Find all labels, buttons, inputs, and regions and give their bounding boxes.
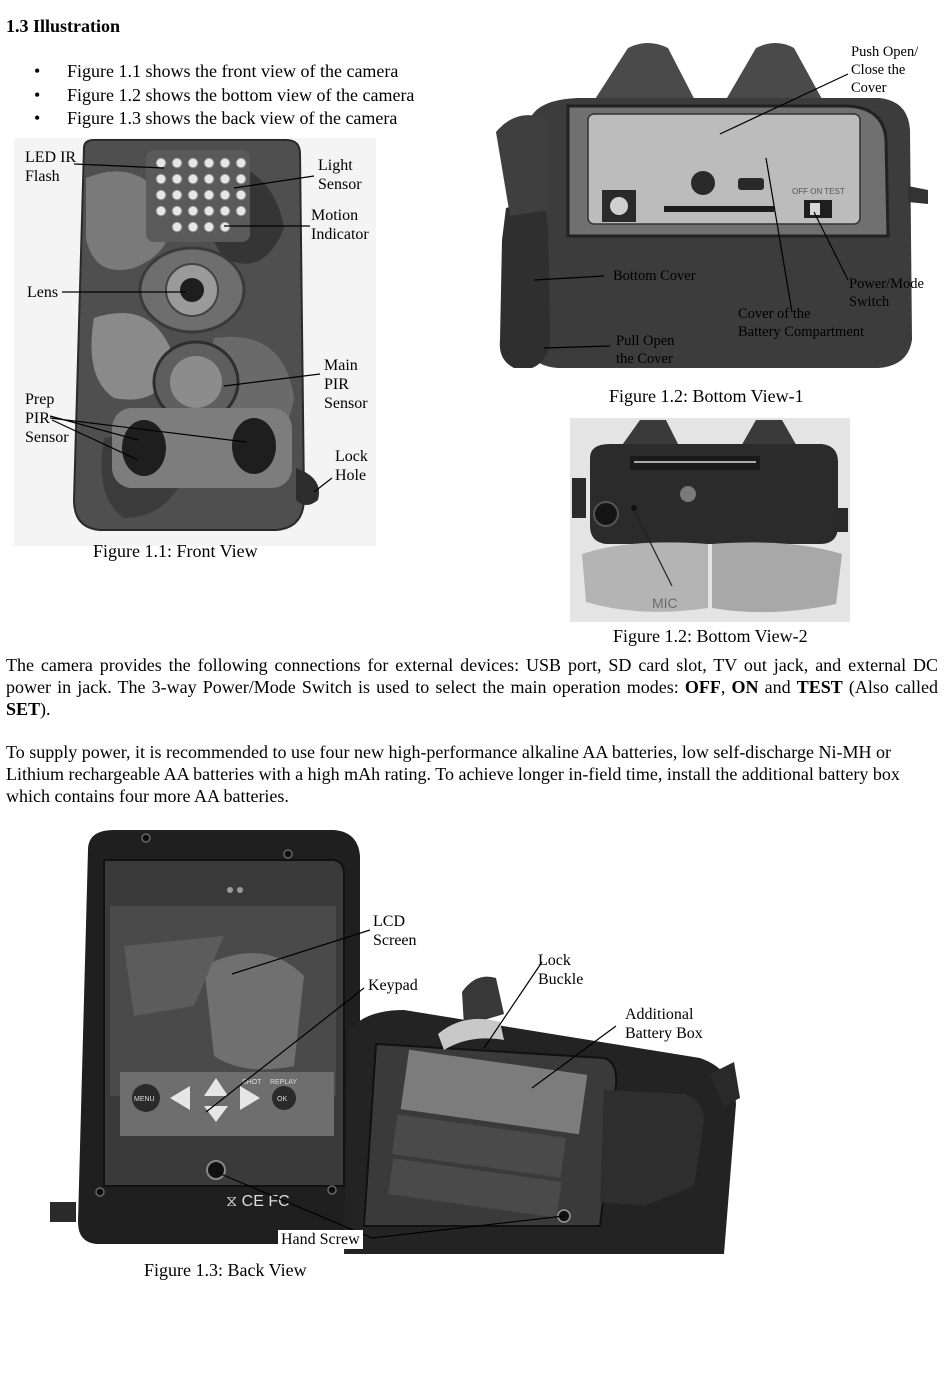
label-bottom-cover: Bottom Cover xyxy=(613,268,696,284)
caption-bottom-view-2: Figure 1.2: Bottom View-2 xyxy=(613,626,808,646)
label-main-pir-sensor: Main PIR Sensor xyxy=(324,357,368,412)
key-shot: SHOT xyxy=(242,1079,262,1086)
label-prep-pir-sensor: Prep PIR Sensor xyxy=(25,391,69,446)
label-additional-battery-box: Additional Battery Box xyxy=(625,1006,703,1042)
label-battery-cover: Cover of the Battery Compartment xyxy=(738,306,865,340)
switch-text: OFF ON TEST xyxy=(792,187,845,196)
list-item: Figure 1.3 shows the back view of the ca… xyxy=(34,107,414,131)
caption-bottom-view-1: Figure 1.2: Bottom View-1 xyxy=(609,386,804,406)
bottom-view-1-figure: OFF ON TEST xyxy=(488,40,930,374)
back-view-figure: MENU SHOT REPLAY OK ⧖ CE FC xyxy=(44,826,740,1254)
label-hand-screw: Hand Screw xyxy=(278,1230,363,1249)
label-mic: MIC xyxy=(652,595,678,611)
key-menu: MENU xyxy=(134,1096,155,1103)
section-heading: 1.3 Illustration xyxy=(6,16,121,36)
label-lens: Lens xyxy=(27,284,59,301)
label-light-sensor: Light Sensor xyxy=(318,157,362,193)
key-replay: REPLAY xyxy=(270,1079,297,1086)
label-lcd-screen: LCD Screen xyxy=(373,913,417,949)
figure-list: Figure 1.1 shows the front view of the c… xyxy=(34,60,414,131)
label-led-ir-flash: LED IR Flash xyxy=(25,149,77,185)
list-item: Figure 1.2 shows the bottom view of the … xyxy=(34,84,414,108)
bottom-view-2-figure: MIC xyxy=(570,418,850,622)
caption-back-view: Figure 1.3: Back View xyxy=(144,1260,307,1280)
label-motion-indicator: Motion Indicator xyxy=(311,207,369,243)
connections-paragraph: The camera provides the following connec… xyxy=(6,655,938,719)
label-pull-open: Pull Open the Cover xyxy=(616,333,675,367)
caption-front-view: Figure 1.1: Front View xyxy=(93,541,258,561)
list-item: Figure 1.1 shows the front view of the c… xyxy=(34,60,414,84)
label-power-mode-switch: Power/Mode Switch xyxy=(849,276,924,310)
front-view-figure xyxy=(14,138,376,546)
label-push-open: Push Open/ Close the Cover xyxy=(851,44,919,96)
compliance-marks: ⧖ CE FC xyxy=(226,1193,290,1210)
label-keypad: Keypad xyxy=(368,977,418,994)
power-paragraph: To supply power, it is recommended to us… xyxy=(6,742,900,806)
key-ok: OK xyxy=(277,1096,287,1103)
label-lock-hole: Lock Hole xyxy=(335,448,368,484)
label-lock-buckle: Lock Buckle xyxy=(538,952,584,988)
